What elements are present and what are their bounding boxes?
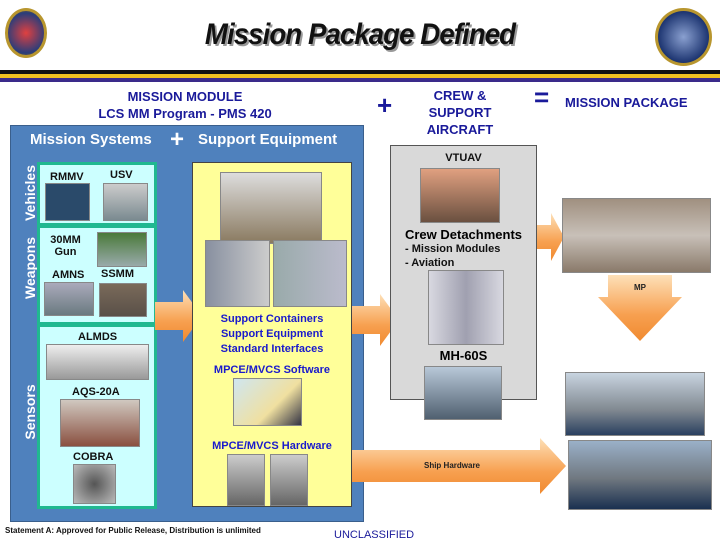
support-item: Support Containers	[220, 313, 324, 325]
mission-module-label: MISSION MODULE	[127, 89, 243, 104]
gun-photo	[97, 232, 147, 267]
arrow-down-icon	[598, 275, 682, 341]
sensors-label: Sensors	[22, 384, 38, 440]
distribution-statement: Statement A: Approved for Public Release…	[5, 526, 261, 535]
crew-line: AIRCRAFT	[426, 122, 494, 137]
software-photo	[233, 378, 302, 426]
mission-module-header: MISSION MODULE LCS MM Program - PMS 420	[60, 88, 310, 122]
mission-systems-label: Mission Systems	[30, 131, 152, 148]
amns-label: AMNS	[52, 269, 85, 281]
usv-photo	[103, 183, 148, 221]
red-logo	[5, 8, 47, 58]
amns-photo	[44, 282, 94, 316]
support-item: Standard Interfaces	[220, 343, 324, 355]
ssmm-photo	[99, 283, 147, 317]
support-item: Support Equipment	[220, 328, 324, 340]
rmmv-label: RMMV	[50, 171, 84, 183]
cobra-photo	[73, 464, 116, 504]
mh60s-photo	[424, 366, 502, 420]
panel-plus: +	[170, 126, 185, 153]
program-label: LCS MM Program - PMS 420	[98, 106, 272, 121]
crew-sub-item: - Aviation	[405, 257, 455, 269]
crew-header: CREW & SUPPORT AIRCRAFT	[410, 87, 510, 138]
almds-label: ALMDS	[78, 331, 118, 343]
mp-label: MP	[634, 283, 646, 292]
hardware-photo-1	[227, 454, 265, 506]
support-list: Support Containers Support Equipment Sta…	[192, 312, 352, 357]
page-title: Mission Package Defined	[204, 18, 516, 51]
equals-sign: =	[534, 82, 550, 112]
rmmv-photo	[45, 183, 90, 221]
pms420-logo	[655, 8, 712, 66]
crew-photo	[428, 270, 504, 345]
arrow-right-icon	[352, 294, 399, 346]
hardware-label: MPCE/MVCS Hardware	[212, 440, 332, 452]
ship-photo-2	[568, 440, 712, 510]
support-photo-3	[273, 240, 347, 307]
gun-label: 30MM Gun	[50, 234, 81, 258]
crew-detachments-label: Crew Detachments	[404, 227, 523, 242]
arrow-right-icon	[537, 213, 564, 261]
support-equipment-label: Support Equipment	[198, 131, 338, 148]
weapons-label: Weapons	[22, 237, 38, 299]
usv-label: USV	[110, 169, 133, 181]
divider-yellow	[0, 74, 720, 78]
crew-sub-item: - Mission Modules	[405, 243, 501, 255]
software-label: MPCE/MVCS Software	[213, 364, 331, 376]
vtuav-photo	[420, 168, 500, 223]
crew-line: CREW &	[433, 88, 487, 103]
support-photo-1	[220, 172, 322, 244]
plus-sign: +	[377, 90, 393, 120]
ship-photo-1	[565, 372, 705, 436]
arrow-right-icon	[155, 290, 202, 342]
cobra-label: COBRA	[73, 451, 114, 463]
almds-photo	[46, 344, 149, 380]
divider-purple	[0, 78, 720, 82]
mh60s-label: MH-60S	[439, 348, 488, 363]
ssmm-label: SSMM	[101, 268, 134, 280]
divider-black	[0, 70, 720, 74]
hardware-photo-2	[270, 454, 308, 506]
vehicles-label: Vehicles	[22, 164, 38, 222]
ship-hardware-arrow	[352, 438, 566, 494]
crew-line: SUPPORT	[428, 105, 492, 120]
ship-hardware-label: Ship Hardware	[423, 461, 480, 470]
aqs-label: AQS-20A	[72, 386, 120, 398]
mission-package-photo	[562, 198, 711, 273]
mission-package-label: MISSION PACKAGE	[565, 95, 688, 110]
classification-label: UNCLASSIFIED	[334, 529, 415, 541]
vtuav-label: VTUAV	[445, 152, 482, 164]
support-photo-2	[205, 240, 270, 307]
aqs-photo	[60, 399, 140, 447]
